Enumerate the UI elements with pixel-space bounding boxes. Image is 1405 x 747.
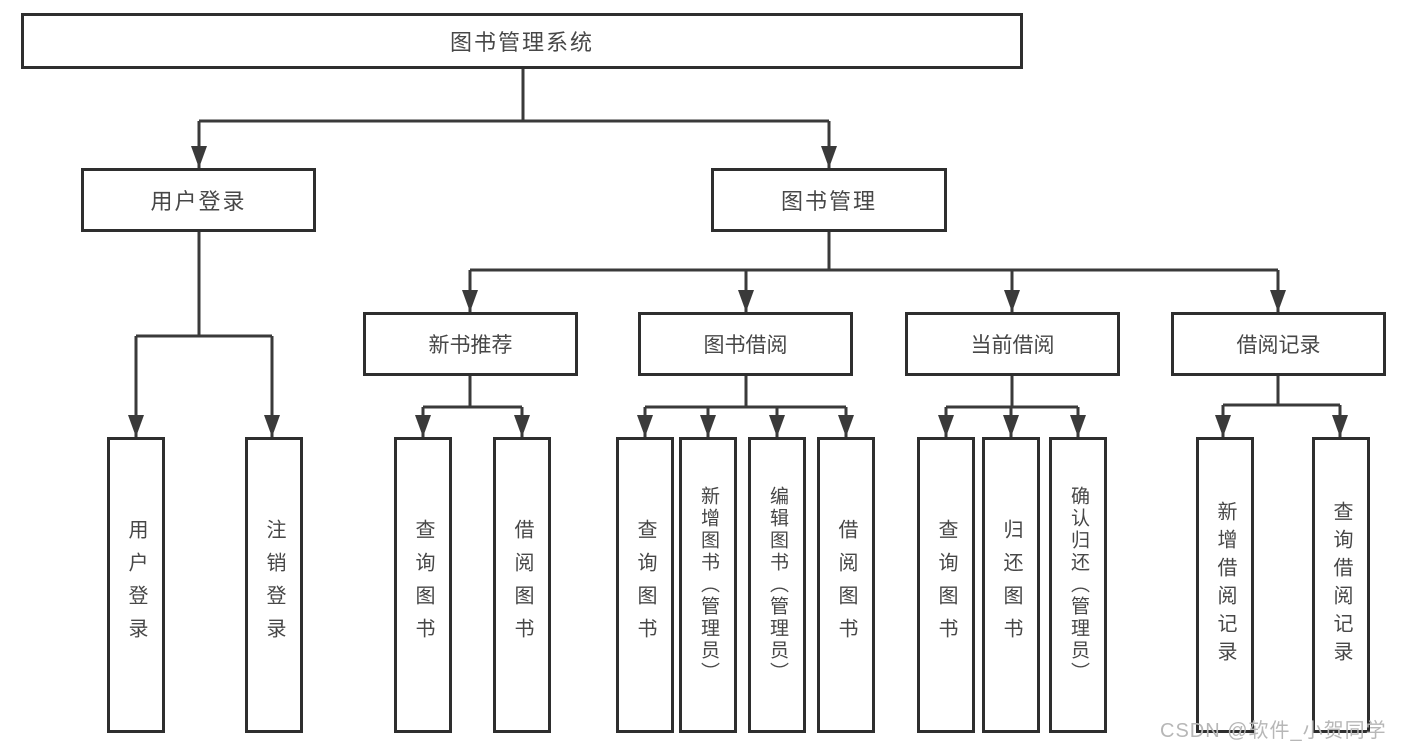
- leaf-query-books-borrow: 查询图书: [616, 437, 674, 733]
- leaf-query-books-recommend: 查询图书: [394, 437, 452, 733]
- leaf-add-books-admin: 新增图书（管理员）: [679, 437, 737, 733]
- node-current-borrow: 当前借阅: [905, 312, 1120, 376]
- node-borrow-records: 借阅记录: [1171, 312, 1386, 376]
- node-library-system: 图书管理系统: [21, 13, 1023, 69]
- node-book-management: 图书管理: [711, 168, 947, 232]
- leaf-borrow-books: 借阅图书: [817, 437, 875, 733]
- leaf-borrow-books-recommend: 借阅图书: [493, 437, 551, 733]
- leaf-user-login: 用户登录: [107, 437, 165, 733]
- leaf-logout: 注销登录: [245, 437, 303, 733]
- leaf-add-borrow-record: 新增借阅记录: [1196, 437, 1254, 733]
- leaf-edit-books-admin: 编辑图书（管理员）: [748, 437, 806, 733]
- node-new-book-recommend: 新书推荐: [363, 312, 578, 376]
- csdn-watermark: CSDN @软件_小贺同学: [1160, 720, 1387, 742]
- leaf-query-books-current: 查询图书: [917, 437, 975, 733]
- leaf-query-borrow-record: 查询借阅记录: [1312, 437, 1370, 733]
- node-book-borrow: 图书借阅: [638, 312, 853, 376]
- node-user-login: 用户登录: [81, 168, 316, 232]
- leaf-confirm-return-admin: 确认归还（管理员）: [1049, 437, 1107, 733]
- leaf-return-books: 归还图书: [982, 437, 1040, 733]
